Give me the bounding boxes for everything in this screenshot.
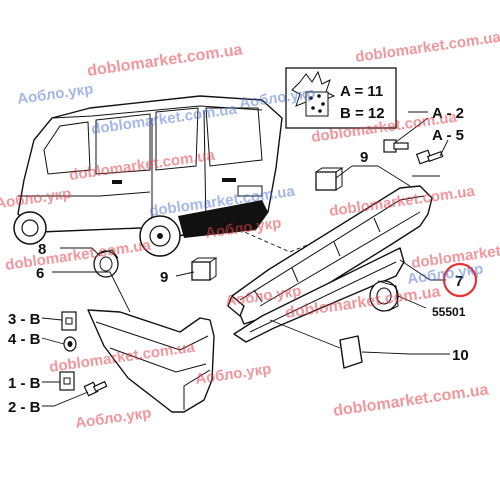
- callout-9-upper: 9: [360, 149, 368, 166]
- callout-3b: 3 - B: [8, 311, 41, 328]
- bolt-a5-icon: [415, 149, 444, 165]
- callout-55501: 55501: [432, 305, 466, 319]
- bulk-fasteners-icon: [291, 70, 336, 117]
- callout-9-lower: 9: [160, 269, 168, 286]
- screw-2b-icon: [83, 380, 108, 397]
- callout-4b: 4 - B: [8, 331, 41, 348]
- bracket-3b-icon: [61, 311, 77, 331]
- callout-7: 7: [455, 273, 463, 290]
- callout-1b: 1 - B: [8, 375, 41, 392]
- callout-2b: 2 - B: [8, 399, 41, 416]
- callout-8: 8: [38, 241, 46, 258]
- vehicle-bumper-highlight: [178, 200, 268, 238]
- clip-9-lower-icon: [191, 257, 218, 281]
- fog-lamp-icon: [93, 249, 119, 278]
- clip-1b-icon: [59, 371, 75, 391]
- bumper-lower-reinforcement: [233, 247, 405, 343]
- washer-4b-icon: [63, 336, 77, 352]
- callout-10: 10: [452, 347, 469, 364]
- callout-6: 6: [36, 265, 44, 282]
- bumper-corner-cover: [87, 309, 215, 413]
- leader-lines: [41, 111, 450, 407]
- door-handle-icon: [112, 180, 122, 184]
- tailgate-handle-icon: [222, 178, 236, 182]
- legend-box: A = 11 B = 12: [285, 67, 397, 129]
- callout-a2: A - 2: [432, 105, 464, 122]
- bump-stop-55501-icon: [369, 280, 399, 312]
- cover-plate-10-icon: [339, 335, 363, 369]
- watermark-text: Аобло.укр: [74, 404, 152, 431]
- legend-line-b: B = 12: [340, 105, 385, 122]
- watermark-text: Аобло.укр: [16, 80, 94, 107]
- watermark-text: doblomarket.com.ua: [354, 29, 500, 66]
- callout-a5: A - 5: [432, 127, 464, 144]
- vehicle-outline: [13, 95, 283, 257]
- bolt-a2-icon: [383, 139, 409, 153]
- watermark-text: doblomarket.com.ua: [86, 41, 243, 80]
- front-wheel-icon: [13, 211, 47, 245]
- rear-wheel-icon: [139, 215, 181, 257]
- clip-9-upper-icon: [315, 167, 344, 191]
- callout-7-highlight: 7: [442, 262, 478, 298]
- legend-line-a: A = 11: [340, 83, 383, 100]
- watermark-text: doblomarket.com.ua: [332, 381, 489, 420]
